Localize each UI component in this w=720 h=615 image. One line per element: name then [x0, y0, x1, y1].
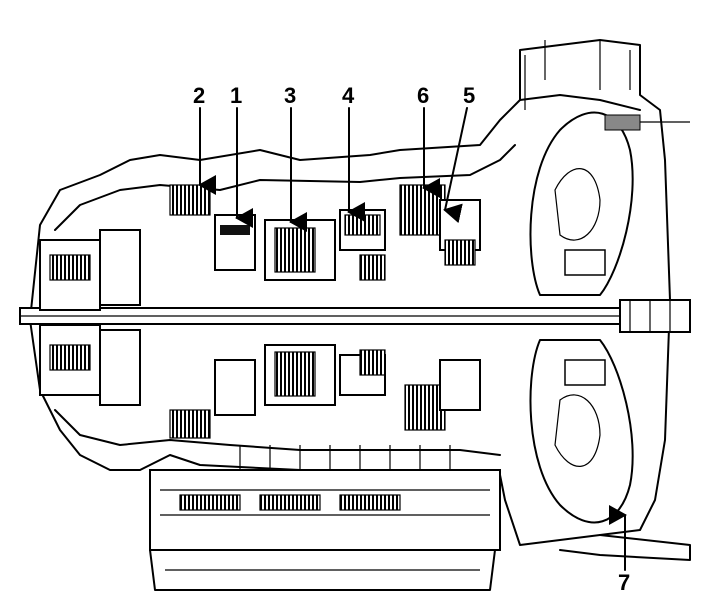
arrow-5: [443, 107, 468, 224]
case-ribs: [239, 445, 451, 470]
clutch-pack-6: [399, 184, 446, 431]
callout-3: 3: [284, 83, 296, 108]
front-pump-housing: [39, 229, 141, 406]
valve-body: [149, 469, 501, 551]
callout-7: 7: [618, 570, 630, 595]
callout-5: 5: [463, 83, 475, 108]
callout-4: 4: [342, 83, 355, 108]
callout-1: 1: [230, 83, 242, 108]
clutch-5: [439, 199, 481, 411]
torque-converter: [529, 111, 690, 524]
clutch-pack-3: [264, 219, 336, 406]
callout-6: 6: [417, 83, 429, 108]
callout-arrows: [198, 107, 627, 571]
callout-2: 2: [193, 83, 205, 108]
clutch-pack-4: [339, 209, 386, 396]
oil-pan: [149, 549, 496, 591]
main-shaft: [19, 299, 691, 333]
